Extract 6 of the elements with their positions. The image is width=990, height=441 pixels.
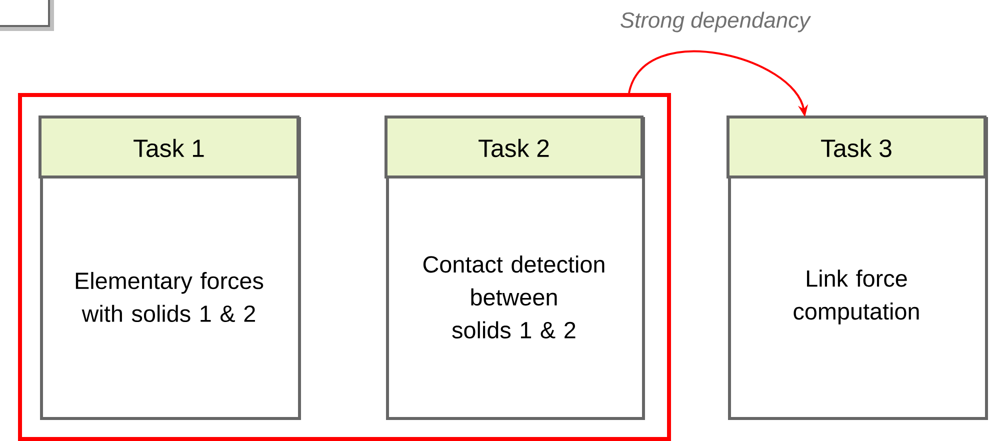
task-box: Task 2 Contact detection between solids 1 & 2 (384, 116, 645, 420)
task-box: Task 3 Link force computation (726, 116, 988, 420)
group-frame (18, 93, 671, 441)
edge-label: Strong dependancy (620, 12, 812, 32)
empty-box (0, 0, 54, 31)
task-box: Task 1 Elementary forces with solids 1 & 2 (38, 116, 301, 420)
